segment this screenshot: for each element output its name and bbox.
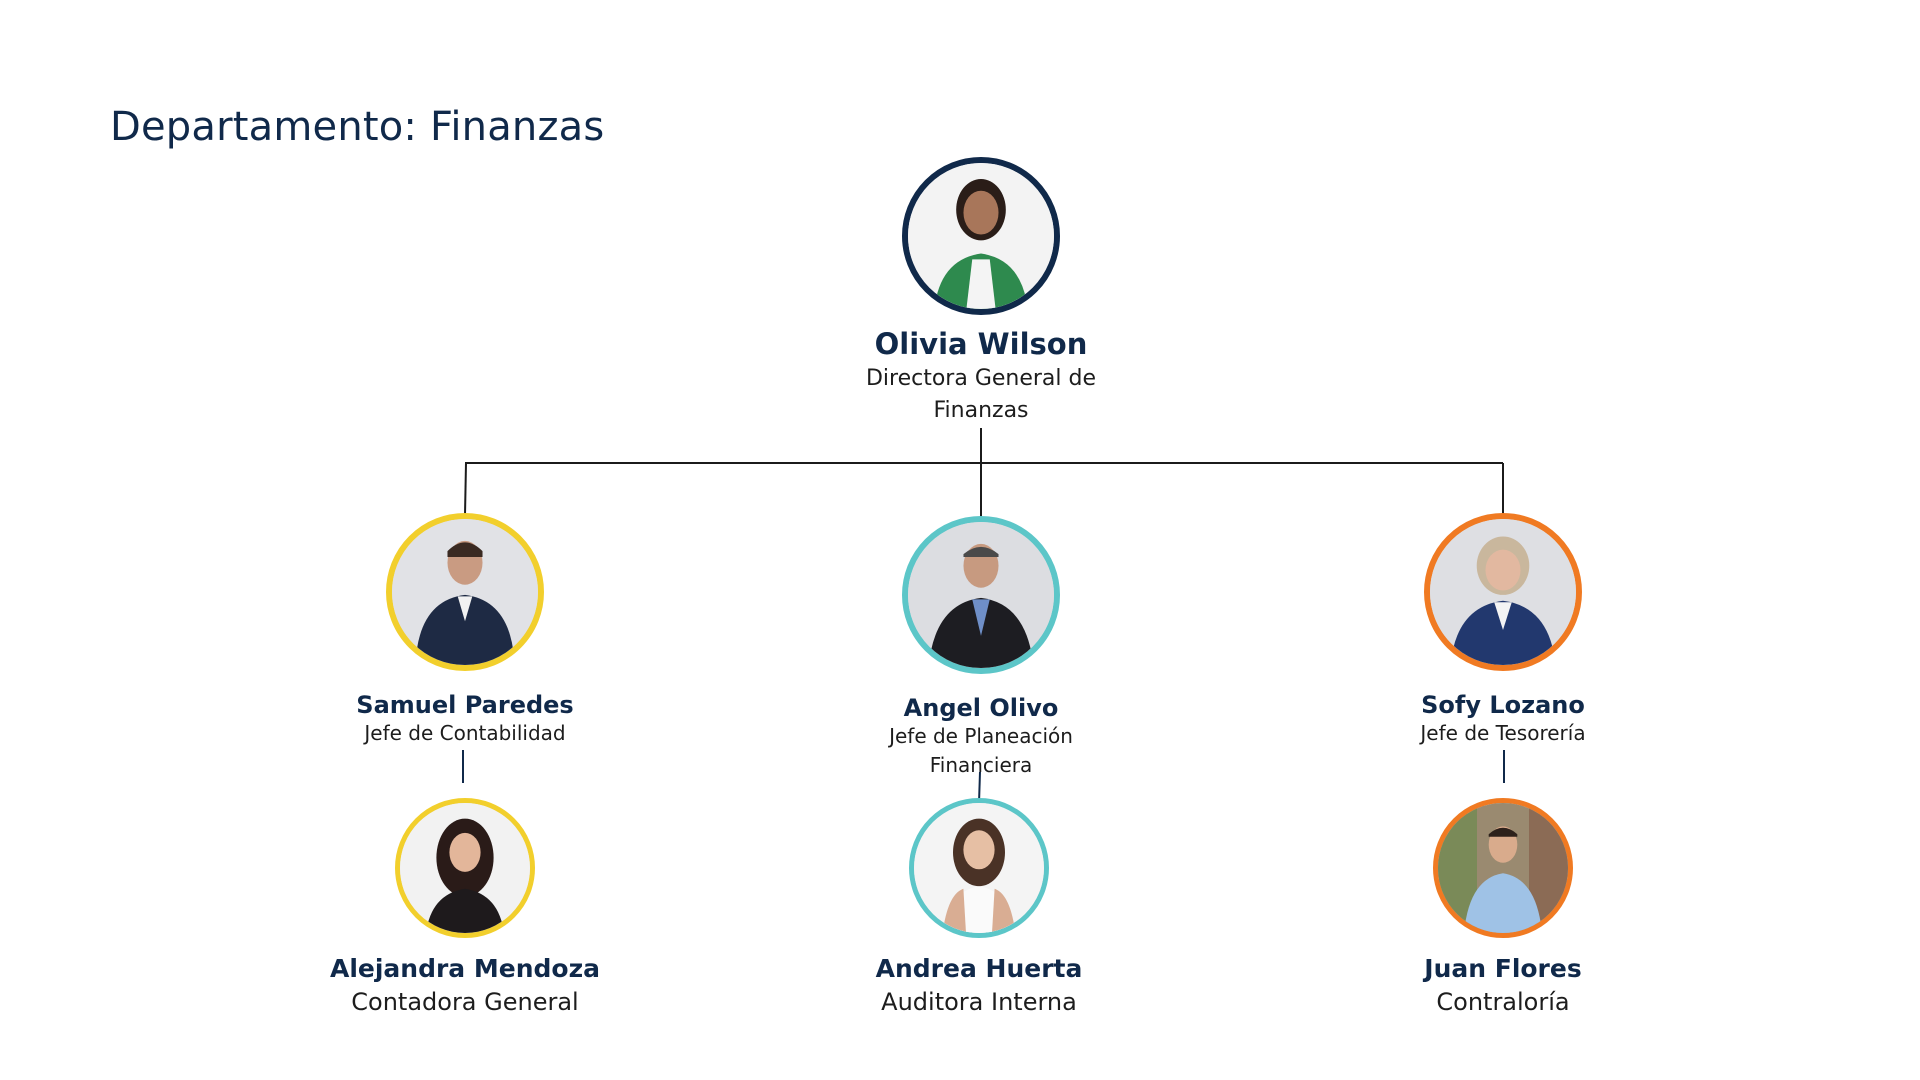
person-name: Angel Olivo <box>903 694 1059 722</box>
org-node-staff-right: Juan Flores Contraloría <box>1323 798 1683 1020</box>
org-node-staff-center: Andrea Huerta Auditora Interna <box>799 798 1159 1020</box>
avatar-olivia-wilson <box>902 157 1060 315</box>
org-node-director: Olivia Wilson Directora General de Finan… <box>801 157 1161 427</box>
person-photo-icon <box>392 519 538 665</box>
person-role: Jefe de Planeación Financiera <box>889 724 1073 777</box>
person-name: Andrea Huerta <box>875 954 1083 983</box>
person-role: Jefe de Contabilidad <box>364 721 566 745</box>
avatar-angel-olivo <box>902 516 1060 674</box>
avatar-samuel-paredes <box>386 513 544 671</box>
page-title: Departamento: Finanzas <box>110 104 605 150</box>
person-photo-icon <box>1438 803 1568 933</box>
person-name: Juan Flores <box>1424 954 1582 983</box>
person-photo-icon <box>1430 519 1576 665</box>
person-name: Alejandra Mendoza <box>329 954 601 983</box>
org-node-head-right: Sofy Lozano Jefe de Tesorería <box>1323 513 1683 748</box>
org-node-head-center: Angel Olivo Jefe de Planeación Financier… <box>801 516 1161 780</box>
avatar-alejandra-mendoza <box>395 798 535 938</box>
person-name: Samuel Paredes <box>356 691 574 719</box>
person-role: Contadora General <box>351 988 579 1016</box>
person-photo-icon <box>400 803 530 933</box>
person-photo-icon <box>908 163 1054 309</box>
person-name: Sofy Lozano <box>1421 691 1585 719</box>
person-name: Olivia Wilson <box>874 327 1088 361</box>
person-role: Auditora Interna <box>881 988 1077 1016</box>
connector-to-head-left <box>464 462 467 516</box>
person-role: Contraloría <box>1436 988 1570 1016</box>
person-photo-icon <box>908 522 1054 668</box>
connector-head-center-to-staff <box>978 771 981 804</box>
org-node-staff-left: Alejandra Mendoza Contadora General <box>285 798 645 1020</box>
avatar-sofy-lozano <box>1424 513 1582 671</box>
org-node-head-left: Samuel Paredes Jefe de Contabilidad <box>285 513 645 748</box>
avatar-andrea-huerta <box>909 798 1049 938</box>
avatar-juan-flores <box>1433 798 1573 938</box>
person-role: Jefe de Tesorería <box>1420 721 1586 745</box>
person-photo-icon <box>914 803 1044 933</box>
person-role: Directora General de Finanzas <box>865 366 1097 423</box>
